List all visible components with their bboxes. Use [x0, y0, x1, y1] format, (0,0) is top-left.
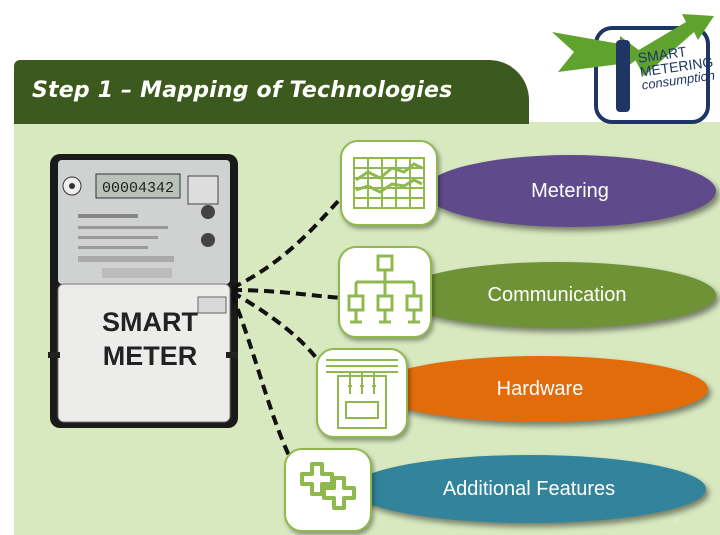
metering-pill[interactable]: Metering — [424, 155, 716, 227]
page-number: 8 — [674, 516, 680, 526]
additional-features-label: Additional Features — [442, 477, 616, 500]
chart-icon — [353, 157, 425, 209]
hardware-pill[interactable]: Hardware — [372, 356, 708, 422]
metering-label: Metering — [531, 179, 609, 202]
communication-pill[interactable]: Communication — [398, 262, 716, 328]
smart-metering-logo: SMART METERING consumption — [548, 14, 718, 126]
circuit-board-icon — [326, 359, 398, 429]
communication-icon-box[interactable] — [338, 246, 432, 338]
metering-icon-box[interactable] — [340, 140, 438, 226]
logo-graphic — [552, 14, 714, 124]
hardware-label: Hardware — [496, 377, 584, 400]
meter-label-line1: SMART — [102, 307, 198, 337]
meter-display-reading: 00004342 — [102, 180, 174, 197]
additional-features-pill[interactable]: Additional Features — [352, 455, 706, 523]
smart-meter-icon: 00004342 — [48, 154, 238, 428]
additional-features-icon-box[interactable] — [284, 448, 372, 532]
smart-meter-image: 00004342 — [48, 152, 240, 430]
plus-crosses-icon — [300, 462, 356, 510]
smart-meter-label: SMART METER — [90, 305, 210, 373]
slide-title: Step 1 – Mapping of Technologies — [32, 78, 453, 103]
network-icon — [347, 254, 423, 324]
title-bar: Step 1 – Mapping of Technologies — [14, 60, 529, 124]
communication-label: Communication — [487, 283, 627, 306]
meter-label-line2: METER — [102, 341, 198, 371]
hardware-icon-box[interactable] — [316, 348, 408, 438]
